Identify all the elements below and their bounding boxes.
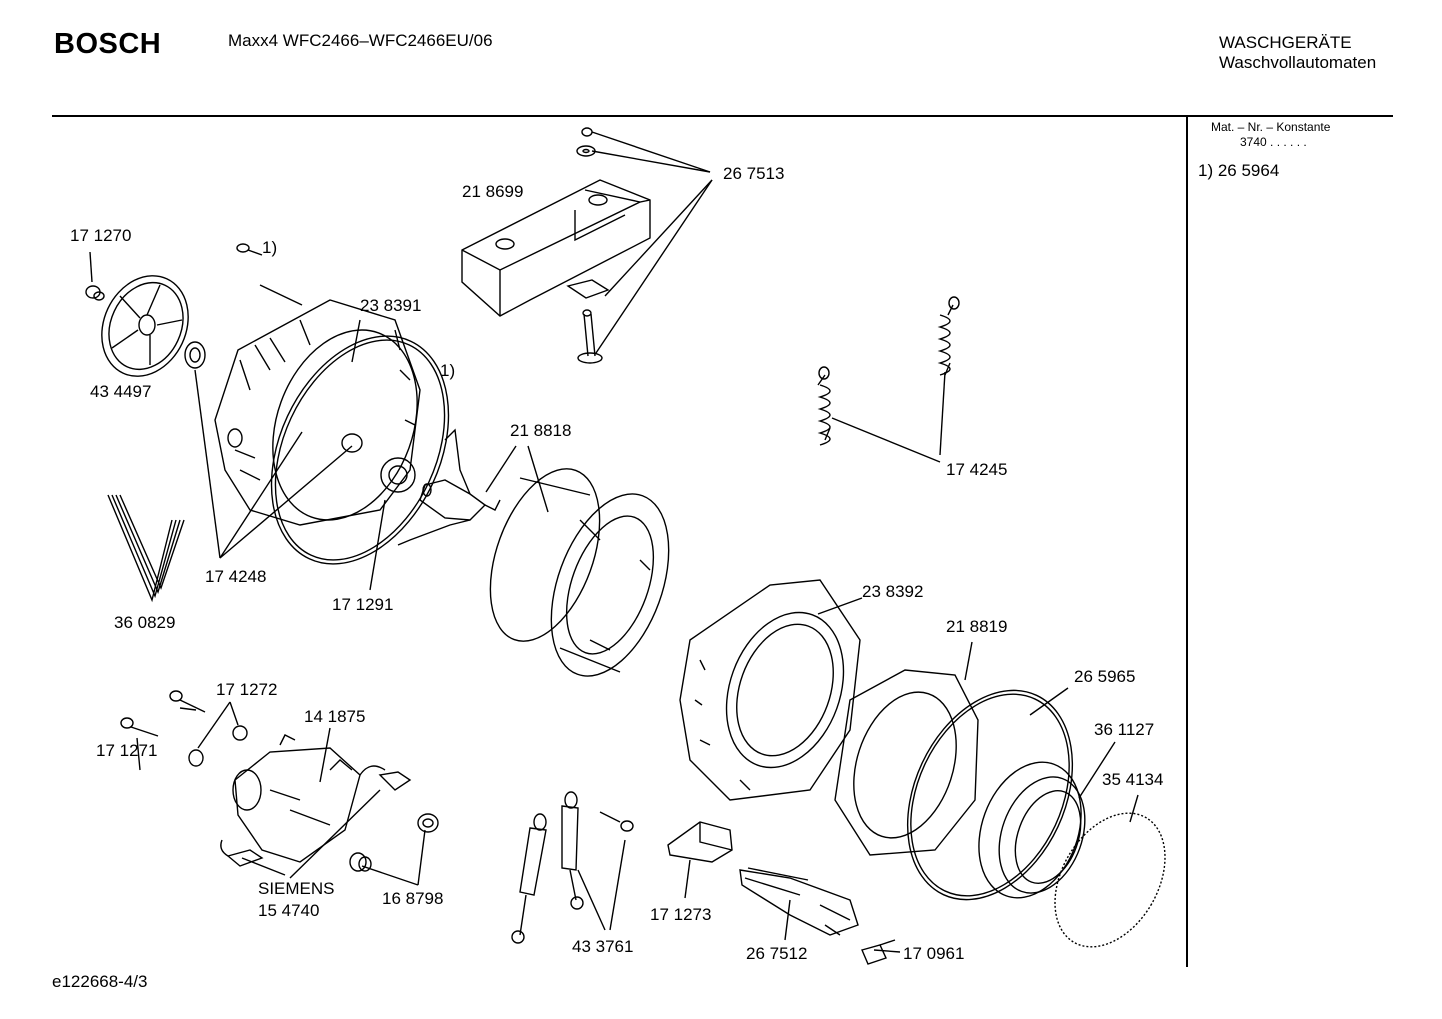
mat-number-label: Mat. – Nr. – Konstante: [1211, 120, 1331, 134]
footnote-part: 1) 26 5964: [1198, 161, 1280, 180]
part-label-238392: 23 8392: [862, 582, 924, 601]
bushing-upper: [417, 813, 439, 833]
nut-washer-top: [576, 127, 596, 157]
part-label-361127: 36 1127: [1094, 720, 1155, 739]
category-title: WASCHGERÄTE: [1219, 33, 1352, 52]
part-label-360829: 36 0829: [114, 613, 176, 632]
part-label-171271: 17 1271: [96, 741, 158, 760]
part-label-171273: 17 1273: [650, 905, 712, 924]
part-label-218819: 21 8819: [946, 617, 1008, 636]
front-tub-half: [679, 579, 861, 801]
header-rule: [52, 115, 1393, 117]
part-label-siemens: SIEMENS: [258, 879, 335, 898]
sensor-bracket: [667, 821, 733, 863]
part-label-267512: 26 7512: [746, 944, 808, 963]
part-label-171272: 17 1272: [216, 680, 278, 699]
part-label-174248: 17 4248: [205, 567, 267, 586]
counterweight-block: [461, 179, 651, 317]
document-id: e122668-4/3: [52, 972, 148, 991]
part-label-218699: 21 8699: [462, 182, 524, 201]
brand-logo-text: BOSCH: [54, 28, 162, 60]
bushing-lower: [349, 852, 372, 872]
part-label-434497: 43 4497: [90, 382, 152, 401]
door-bellows: [978, 761, 1086, 899]
heater-element: [739, 867, 859, 936]
bearing-hub: [380, 457, 416, 493]
model-title: Maxx4 WFC2466–WFC2466EU/06: [228, 31, 493, 50]
leader-lines: [89, 131, 1139, 953]
motor: [232, 734, 412, 863]
motor-screws: [120, 690, 248, 767]
part-label-238391: 23 8391: [360, 296, 422, 315]
front-weight-ring: [834, 669, 979, 856]
part-label-141875: 14 1875: [304, 707, 366, 726]
part-label-170961: 17 0961: [903, 944, 965, 963]
footnote-marker-b: 1): [440, 361, 456, 380]
sidebar-divider: [1186, 116, 1188, 967]
part-label-354134: 35 4134: [1102, 770, 1164, 789]
part-label-154740: 15 4740: [258, 901, 320, 920]
clip-and-bolt: [566, 279, 610, 364]
part-label-433761: 43 3761: [572, 937, 634, 956]
spring-right: [937, 296, 960, 376]
part-label-218818: 21 8818: [510, 421, 572, 440]
part-label-267513: 26 7513: [723, 164, 785, 183]
drum: [489, 468, 670, 677]
door-seal-ring: [906, 689, 1074, 901]
part-label-265965: 26 5965: [1074, 667, 1136, 686]
mat-number-value: 3740 . . . . . .: [1240, 135, 1307, 149]
screw-shock: [599, 811, 634, 832]
bearing-small: [184, 341, 206, 369]
carbon-brush: [220, 839, 264, 867]
shock-absorber-left: [511, 813, 547, 944]
tub-seal-ring: [270, 335, 450, 565]
part-label-171291: 17 1291: [332, 595, 394, 614]
category-subtitle: Waschvollautomaten: [1219, 53, 1377, 72]
part-label-171270: 17 1270: [70, 226, 132, 245]
footnote-marker-a: 1): [262, 238, 278, 257]
part-label-174245: 17 4245: [946, 460, 1008, 479]
drum-spider: [397, 428, 501, 546]
rear-tub-half: [214, 299, 421, 526]
screw-top: [236, 243, 263, 256]
drive-belt: [107, 494, 185, 603]
spring-left: [817, 366, 831, 446]
shock-absorber-right: [561, 791, 584, 910]
clamp-ring: [1054, 812, 1166, 948]
temperature-sensor: [861, 939, 896, 965]
part-label-168798: 16 8798: [382, 889, 444, 908]
pulley-wheel: [85, 275, 189, 377]
